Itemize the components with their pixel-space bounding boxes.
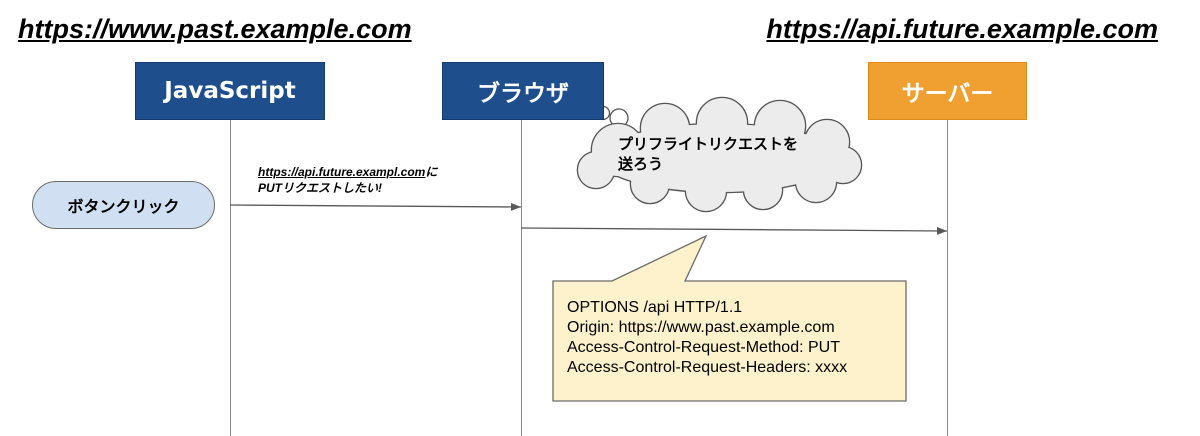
server-lifeline — [947, 120, 948, 436]
request-method-header: Access-Control-Request-Method: PUT — [567, 339, 840, 356]
request-line: OPTIONS /api HTTP/1.1 — [567, 299, 743, 316]
put-request-label: https://api.future.exampl.comに PUTリクエストし… — [258, 164, 437, 196]
browser-actor: ブラウザ — [442, 62, 604, 120]
put-request-arrow — [229, 202, 522, 211]
server-actor: サーバー — [868, 62, 1027, 120]
origin-past-label: https://www.past.example.com — [18, 14, 412, 44]
request-headers-header: Access-Control-Request-Headers: xxxx — [567, 359, 848, 376]
javascript-actor: JavaScript — [135, 62, 325, 120]
origin-header: Origin: https://www.past.example.com — [567, 319, 835, 336]
target-url: https://api.future.exampl.com — [258, 165, 426, 179]
origin-future-label: https://api.future.example.com — [766, 14, 1158, 44]
preflight-arrow — [520, 226, 948, 235]
javascript-lifeline — [230, 120, 231, 436]
button-click-trigger: ボタンクリック — [32, 181, 215, 229]
thought-line-1: プリフライトリクエストを — [618, 135, 799, 153]
thought-cloud — [576, 96, 863, 213]
request-callout — [552, 234, 907, 402]
put-request-text: PUTリクエストしたい! — [258, 181, 382, 195]
preflight-request-text: OPTIONS /api HTTP/1.1 Origin: https://ww… — [567, 298, 847, 378]
thought-text: プリフライトリクエストを 送ろう — [618, 134, 798, 174]
thought-line-2: 送ろう — [618, 155, 664, 173]
target-url-suffix: に — [425, 165, 438, 179]
browser-lifeline — [521, 120, 522, 436]
